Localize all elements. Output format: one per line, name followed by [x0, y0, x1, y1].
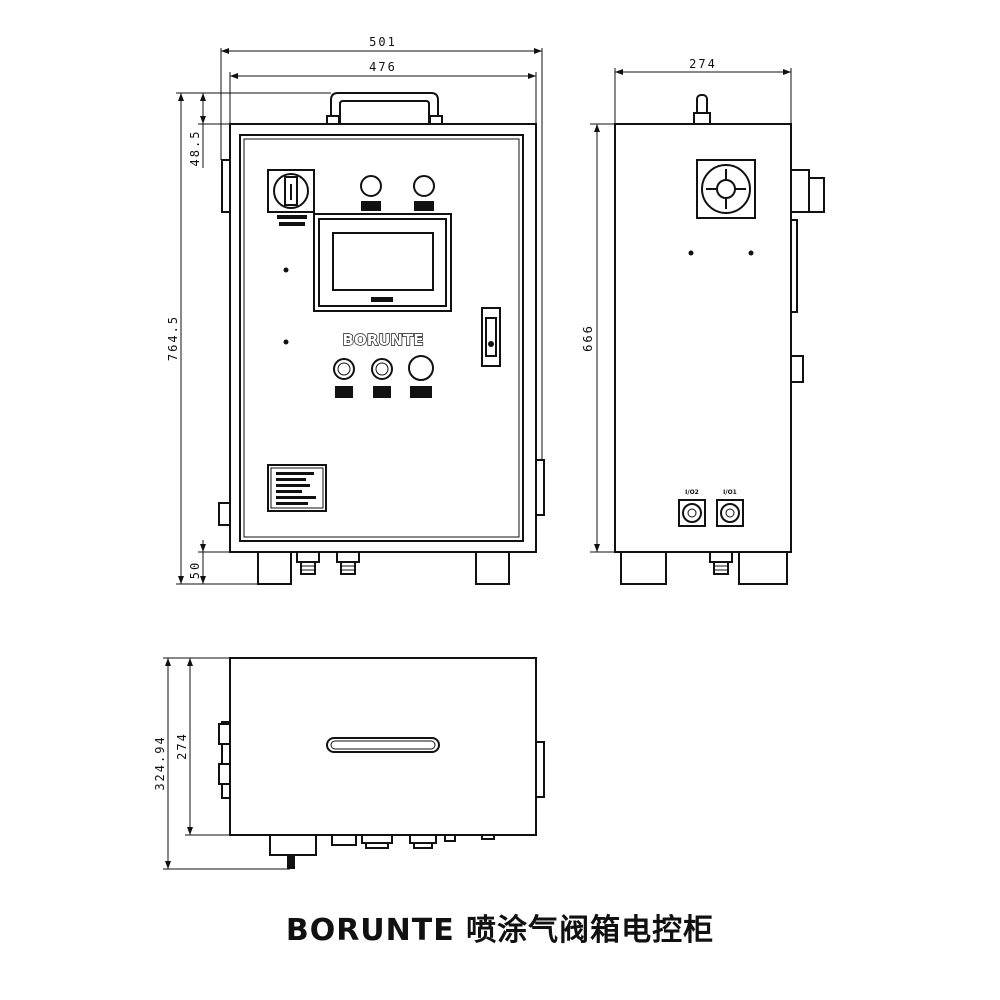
indicator-lamps	[360, 175, 435, 211]
cabinet-door	[239, 134, 524, 542]
dimension-front-body-width: 476	[229, 60, 537, 124]
svg-text:764.5: 764.5	[166, 315, 180, 361]
main-switch	[267, 169, 315, 226]
svg-text:274: 274	[689, 57, 717, 71]
dimension-side-depth: 274	[614, 57, 792, 170]
emergency-stop-button	[408, 355, 434, 381]
top-body	[229, 657, 537, 836]
top-view: 324.94 274	[153, 657, 545, 870]
svg-text:274: 274	[175, 732, 189, 760]
front-feet	[257, 551, 510, 585]
indicator-lamp-1	[360, 175, 382, 197]
indicator-lamp-2	[413, 175, 435, 197]
svg-text:I/O1: I/O1	[723, 489, 737, 496]
brand-logo: BORUNTE	[343, 331, 424, 349]
svg-text:666: 666	[581, 324, 595, 352]
side-view: I/O2 I/O1 274	[581, 57, 825, 585]
svg-text:476: 476	[369, 60, 397, 74]
dimension-top-depths: 324.94 274	[153, 657, 290, 870]
io-ports: I/O2 I/O1	[678, 489, 744, 527]
screw	[283, 339, 289, 345]
svg-text:48.5: 48.5	[188, 130, 202, 167]
front-view: BORUNTE	[166, 35, 545, 585]
svg-text:324.94: 324.94	[153, 735, 167, 790]
cabinet-body	[229, 123, 537, 553]
screw	[283, 267, 289, 273]
top-handle	[330, 92, 439, 124]
push-button-1	[333, 358, 355, 380]
svg-text:501: 501	[369, 35, 397, 49]
hmi-screen	[313, 213, 452, 312]
side-body	[614, 123, 792, 553]
push-button-2	[371, 358, 393, 380]
svg-text:50: 50	[188, 561, 202, 579]
top-handle	[326, 737, 440, 753]
drawing-caption: BORUNTE 喷涂气阀箱电控柜	[285, 913, 715, 948]
dimension-front-heights: 764.5 48.5 50	[166, 92, 331, 585]
screw	[688, 250, 694, 256]
nameplate	[267, 464, 327, 512]
screw	[748, 250, 754, 256]
fan-icon	[696, 159, 756, 219]
dimension-front-overall-width: 501	[220, 35, 543, 460]
dimension-side-height: 666	[581, 123, 615, 553]
door-lock	[481, 307, 501, 367]
push-buttons	[333, 355, 434, 398]
svg-text:I/O2: I/O2	[685, 489, 699, 496]
